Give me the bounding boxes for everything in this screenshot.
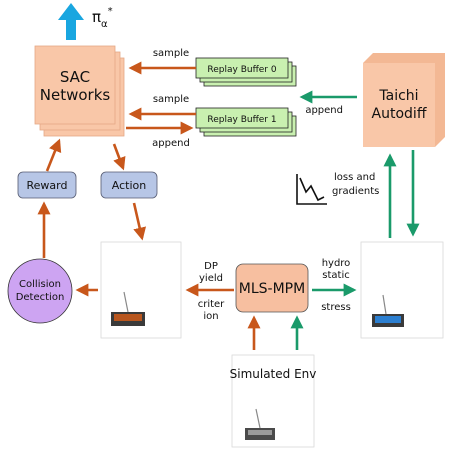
mls-mpm-label: MLS-MPM: [239, 281, 305, 297]
replay-buffer-1-label: Replay Buffer 1: [207, 115, 276, 125]
sim-panel-left: [100, 241, 182, 339]
label-append-right: append: [305, 105, 343, 116]
sac-networks-stack: SAC Networks: [34, 45, 125, 137]
policy-output-arrow: [58, 3, 84, 40]
collision-line1: Collision: [19, 279, 61, 290]
arrow-reward-to-sac: [45, 138, 62, 172]
taichi-title-line2: Autodiff: [372, 106, 427, 122]
label-dp: DP: [204, 261, 218, 272]
arrow-sac-to-action: [112, 143, 126, 171]
simulated-env-panel: Simulated Env: [230, 354, 317, 448]
policy-label: πα*: [92, 6, 113, 30]
sac-title-line2: Networks: [40, 86, 111, 104]
label-sample-mid: sample: [153, 94, 189, 105]
label-yield: yield: [199, 273, 223, 284]
line-chart-icon: [296, 174, 327, 205]
sim-panel-right: [360, 241, 444, 339]
collision-line2: Detection: [16, 292, 65, 303]
label-stress: stress: [321, 302, 351, 313]
replay-buffer-1: Replay Buffer 1: [195, 107, 297, 137]
reward-label: Reward: [27, 179, 68, 192]
action-box: Action: [100, 171, 158, 199]
reward-box: Reward: [17, 171, 77, 199]
collision-detection-node: Collision Detection: [7, 258, 73, 324]
taichi-autodiff-box: Taichi Autodiff: [363, 53, 445, 147]
label-ion: ion: [203, 311, 218, 322]
label-criter: criter: [198, 299, 225, 310]
replay-buffer-0: Replay Buffer 0: [195, 57, 297, 87]
replay-buffer-0-label: Replay Buffer 0: [207, 65, 276, 75]
label-sample-top: sample: [153, 48, 189, 59]
mls-mpm-box: MLS-MPM: [235, 263, 309, 313]
label-loss-line2: gradients: [332, 186, 379, 197]
orange-arrows: [37, 61, 261, 350]
taichi-title-line1: Taichi: [378, 88, 418, 104]
sac-title-line1: SAC: [60, 68, 90, 86]
action-label: Action: [112, 179, 146, 192]
green-arrows: [290, 90, 420, 350]
arrow-action-to-panel: [132, 202, 147, 241]
label-static: static: [322, 270, 349, 281]
label-loss-line1: loss and: [334, 172, 375, 183]
label-hydro: hydro: [322, 258, 351, 269]
simulated-env-label: Simulated Env: [230, 367, 317, 381]
label-append-mid: append: [152, 138, 190, 149]
